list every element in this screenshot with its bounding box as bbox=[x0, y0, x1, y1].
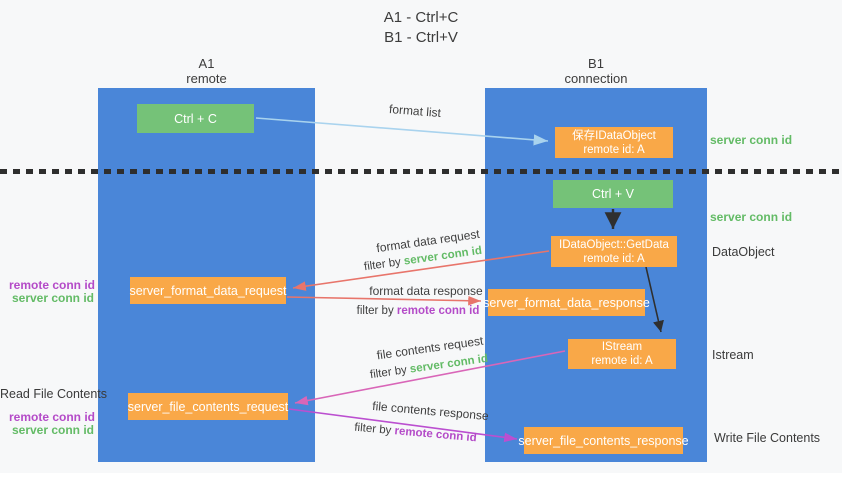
left-column-name: A1 bbox=[198, 56, 215, 71]
server-conn-id-left-top: server conn id bbox=[11, 291, 94, 305]
dataobject-label: DataObject bbox=[712, 245, 775, 259]
bottom-strip bbox=[0, 473, 842, 485]
read-file-contents-label: Read File Contents bbox=[0, 387, 108, 401]
save-idataobject-line1: 保存IDataObject bbox=[572, 129, 656, 142]
ctrl-c-node: Ctrl + C bbox=[137, 104, 254, 133]
remote-conn-id-text: remote conn id bbox=[396, 305, 480, 317]
ctrl-v-node: Ctrl + V bbox=[553, 180, 673, 208]
save-idataobject-node: 保存IDataObject remote id: A bbox=[555, 127, 673, 158]
right-column-header: B1 connection bbox=[485, 56, 707, 86]
filter-by-text: filter by bbox=[369, 364, 408, 382]
server-conn-id-right-mid: server conn id bbox=[710, 210, 793, 224]
left-column-role: remote bbox=[186, 71, 227, 86]
save-idataobject-line2: remote id: A bbox=[583, 143, 645, 156]
title-line-1: A1 - Ctrl+C bbox=[383, 9, 459, 26]
format-data-response-label: format data response bbox=[369, 284, 483, 298]
title-line-2: B1 - Ctrl+V bbox=[384, 29, 458, 46]
ctrl-c-label: Ctrl + C bbox=[174, 111, 217, 126]
write-file-contents-label: Write File Contents bbox=[714, 431, 821, 445]
getdata-line1: IDataObject::GetData bbox=[559, 238, 669, 251]
filter-by-text: filter by bbox=[353, 421, 392, 437]
istream-side-label: Istream bbox=[712, 348, 754, 362]
server-file-contents-request-node: server_file_contents_request bbox=[128, 393, 288, 420]
istream-line2: remote id: A bbox=[591, 355, 653, 367]
server-file-contents-response-label: server_file_contents_response bbox=[518, 433, 689, 448]
remote-conn-id-text: remote conn id bbox=[393, 425, 478, 445]
istream-node: IStream remote id: A bbox=[568, 339, 676, 369]
server-format-data-response-node: server_format_data_response bbox=[483, 289, 650, 316]
istream-line1: IStream bbox=[601, 341, 643, 353]
server-conn-id-left-bottom: server conn id bbox=[11, 423, 94, 437]
format-list-label: format list bbox=[388, 101, 442, 121]
file-response-filter-label: filter by remote conn id bbox=[348, 421, 484, 445]
filter-by-text: filter by bbox=[363, 256, 402, 274]
server-format-data-request-node: server_format_data_request bbox=[129, 277, 287, 304]
filter-by-text: filter by bbox=[356, 305, 394, 317]
remote-conn-id-left-top: remote conn id bbox=[9, 278, 96, 292]
right-column-role: connection bbox=[564, 71, 628, 86]
remote-conn-id-left-bottom: remote conn id bbox=[9, 410, 96, 424]
server-format-data-response-label: server_format_data_response bbox=[483, 295, 650, 310]
ctrl-v-label: Ctrl + V bbox=[591, 187, 635, 201]
file-contents-response-label: file contents response bbox=[371, 398, 490, 424]
dotted-separator-line bbox=[0, 169, 842, 174]
idataobject-getdata-node: IDataObject::GetData remote id: A bbox=[551, 236, 677, 267]
server-file-contents-response-node: server_file_contents_response bbox=[518, 427, 689, 454]
left-column-header: A1 remote bbox=[98, 56, 315, 86]
server-file-contents-request-label: server_file_contents_request bbox=[127, 399, 289, 414]
getdata-line2: remote id: A bbox=[583, 252, 645, 265]
right-column-name: B1 bbox=[588, 56, 604, 71]
diagram-title: A1 - Ctrl+C B1 - Ctrl+V bbox=[0, 8, 842, 48]
format-response-filter-label: filter by remote conn id bbox=[338, 305, 498, 317]
server-conn-id-right-top: server conn id bbox=[710, 133, 793, 147]
server-format-data-request-label: server_format_data_request bbox=[129, 283, 287, 298]
